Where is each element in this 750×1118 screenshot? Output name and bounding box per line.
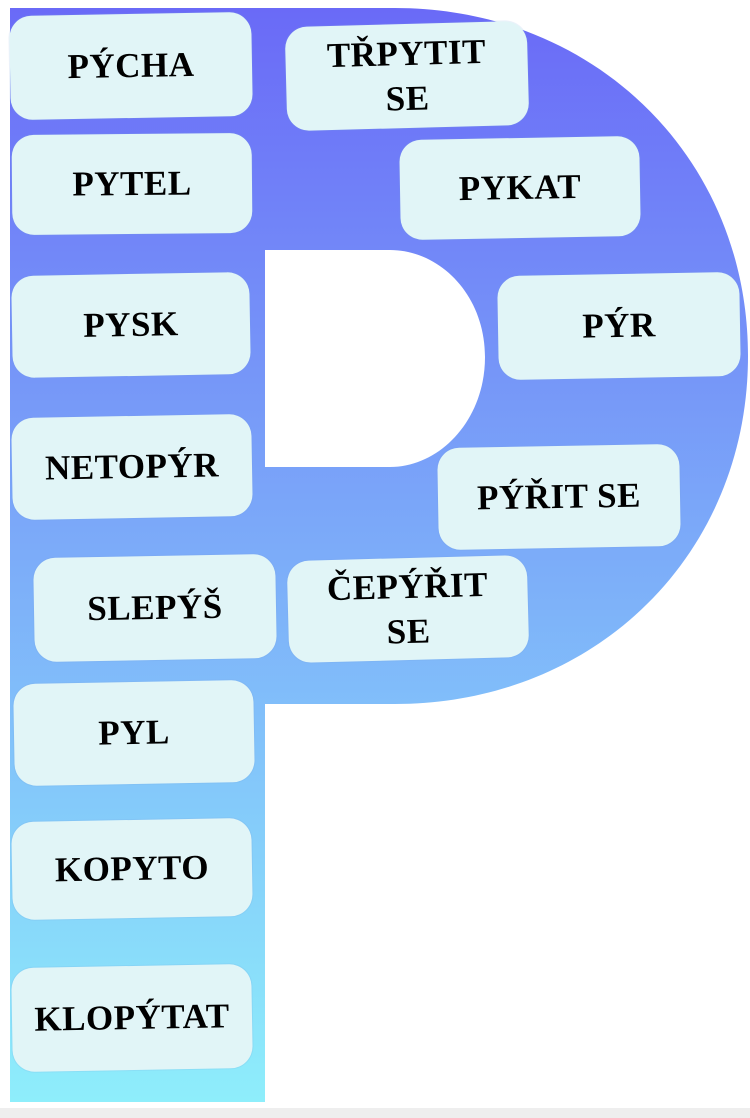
- word-card-pysk: PYSK: [11, 271, 251, 379]
- word-card-pyrit-se: PÝŘIT SE: [437, 443, 681, 551]
- word-text: PYKAT: [458, 167, 582, 209]
- word-text: PÝŘIT SE: [476, 475, 642, 518]
- word-text: NETOPÝR: [44, 445, 220, 488]
- word-card-klopytat: KLOPÝTAT: [11, 963, 253, 1073]
- word-card-slepys: SLEPÝŠ: [33, 553, 277, 663]
- word-card-pycha: PÝCHA: [9, 11, 253, 121]
- word-text: PYL: [97, 712, 171, 753]
- word-text: TŘPYTIT SE: [326, 28, 487, 123]
- word-card-pyl: PYL: [13, 679, 255, 787]
- word-text: PYSK: [82, 304, 180, 346]
- word-card-pyr: PÝR: [497, 271, 741, 381]
- word-text: KLOPÝTAT: [34, 996, 230, 1039]
- word-line-1: ČEPÝŘIT: [326, 564, 489, 608]
- word-line-1: TŘPYTIT: [326, 31, 487, 75]
- bottom-edge-strip: [0, 1108, 750, 1118]
- word-text: KOPYTO: [54, 847, 210, 890]
- word-line-2: SE: [385, 78, 430, 119]
- word-line-2: SE: [386, 611, 431, 652]
- word-card-trpytit-se: TŘPYTIT SE: [284, 20, 530, 132]
- word-text: SLEPÝŠ: [87, 587, 223, 629]
- word-card-pykat: PYKAT: [399, 135, 641, 241]
- word-text: ČEPÝŘIT SE: [326, 561, 489, 656]
- word-text: PYTEL: [72, 163, 192, 204]
- word-card-pytel: PYTEL: [11, 132, 253, 236]
- word-card-kopyto: KOPYTO: [11, 817, 253, 921]
- word-card-netopyr: NETOPÝR: [11, 413, 253, 521]
- word-text: PÝCHA: [67, 45, 195, 87]
- word-card-cepyrit-se: ČEPÝŘIT SE: [286, 554, 530, 664]
- word-text: PÝR: [581, 305, 657, 346]
